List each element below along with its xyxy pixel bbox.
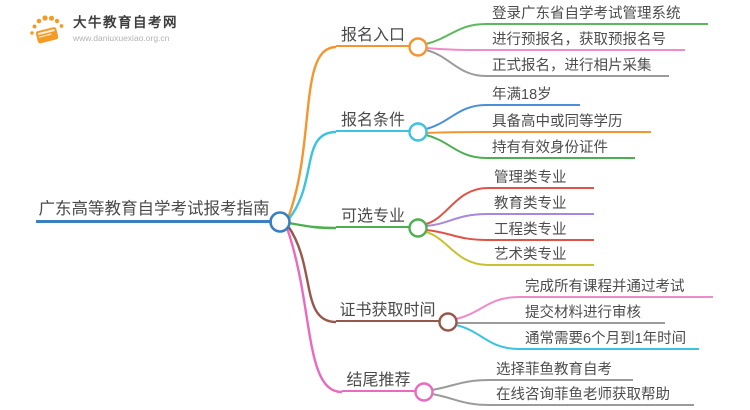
branch-curve-certificate-time (287, 225, 337, 324)
logo-title: 大牛教育自考网 (73, 15, 178, 30)
child-curve (425, 47, 487, 51)
branch-node-circle (438, 312, 458, 332)
child-curve (455, 296, 520, 320)
leaf-node: 完成所有课程并通过考试 (519, 278, 713, 298)
leaf-node: 持有有效身份证件 (486, 139, 635, 159)
branch-node-circle (408, 218, 428, 238)
leaf-node: 通常需要6个月到1年时间 (519, 330, 699, 350)
child-curve (431, 393, 491, 406)
book-sunburst-icon (30, 15, 64, 44)
child-curve (425, 49, 487, 77)
logo-url: www.daniuxuexiao.org.cn (73, 33, 170, 43)
child-curve (425, 134, 487, 159)
branch-curve-signup-entry (286, 45, 337, 219)
child-curve (425, 23, 487, 45)
branch-node-majors: 可选专业 (336, 207, 410, 228)
child-curve (425, 213, 489, 227)
branch-node-signup-entry: 报名入口 (336, 26, 410, 47)
child-curve (431, 379, 491, 391)
child-curve (425, 131, 487, 134)
child-curve (425, 104, 487, 130)
leaf-node: 具备高中或同等学历 (486, 113, 651, 133)
branch-node-circle (408, 37, 428, 57)
branch-node-circle (414, 382, 434, 402)
logo-text: 大牛教育自考网 www.daniuxuexiao.org.cn (73, 11, 178, 43)
leaf-node: 登录广东省自学考试管理系统 (486, 5, 708, 25)
child-curve (425, 187, 489, 225)
leaf-node: 正式报名，进行相片采集 (486, 57, 669, 77)
root-node: 广东高等教育自学考试报考指南 (36, 199, 272, 223)
branch-node-certificate-time: 证书获取时间 (336, 301, 439, 322)
branch-node-recommendation: 结尾推荐 (342, 371, 415, 392)
leaf-node: 提交材料进行审核 (519, 304, 665, 324)
branch-curve-majors (288, 221, 337, 230)
branch-node-signup-requirements: 报名条件 (336, 111, 410, 132)
child-curve (425, 231, 489, 266)
child-curve (455, 324, 520, 350)
leaf-node: 选择菲鱼教育自考 (490, 361, 633, 381)
leaf-node: 年满18岁 (486, 86, 580, 106)
branch-curve-signup-requirements (287, 130, 337, 221)
site-logo: 大牛教育自考网 www.daniuxuexiao.org.cn (28, 11, 178, 45)
leaf-node: 进行预报名，获取预报名号 (486, 31, 685, 51)
leaf-node: 艺术类专业 (488, 246, 594, 266)
leaf-node: 工程类专业 (488, 221, 594, 241)
leaf-node: 管理类专业 (488, 169, 594, 189)
root-node-circle (269, 211, 291, 233)
child-curve (425, 229, 489, 241)
leaf-node: 在线咨询菲鱼老师获取帮助 (490, 386, 694, 406)
branch-node-circle (408, 122, 428, 142)
leaf-node: 教育类专业 (488, 195, 594, 215)
branch-curve-recommendation (285, 227, 343, 394)
